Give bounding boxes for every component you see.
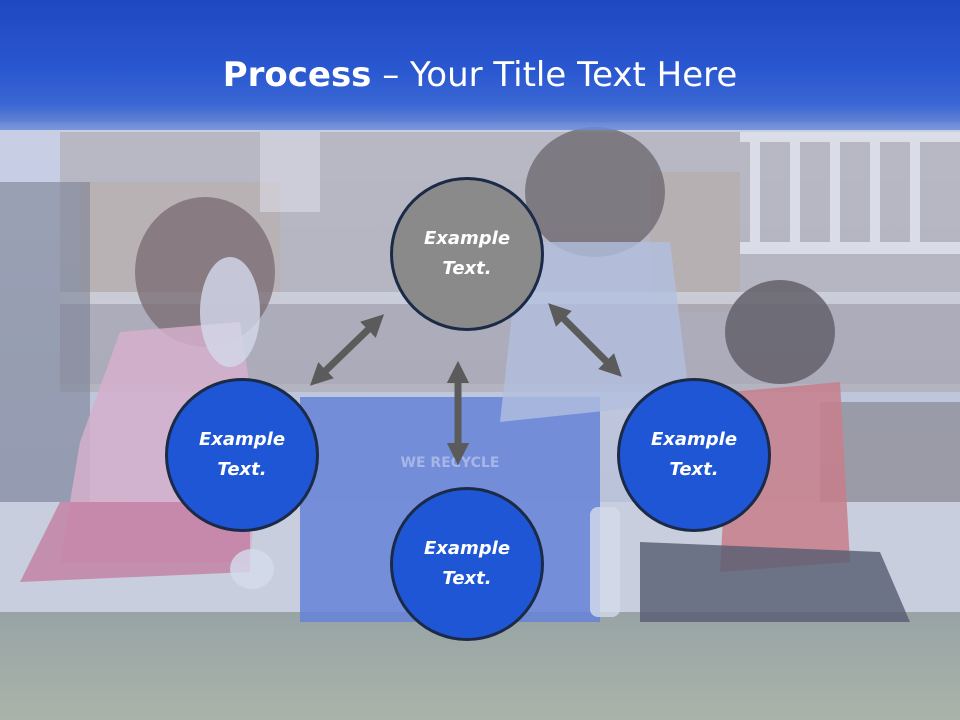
title-rest: – Your Title Text Here [371, 55, 738, 95]
node-bottom-label: Example Text. [423, 538, 511, 589]
slide-title: Process – Your Title Text Here [0, 52, 960, 98]
node-left-label: Example Text. [198, 429, 286, 480]
node-top-label: Example Text. [423, 228, 511, 279]
node-right-label: Example Text. [650, 429, 738, 480]
node-bottom[interactable]: Example Text. [390, 487, 544, 641]
node-right[interactable]: Example Text. [617, 378, 771, 532]
title-bold: Process [222, 55, 372, 95]
node-top[interactable]: Example Text. [390, 177, 544, 331]
node-left[interactable]: Example Text. [165, 378, 319, 532]
title-bar [0, 0, 960, 130]
